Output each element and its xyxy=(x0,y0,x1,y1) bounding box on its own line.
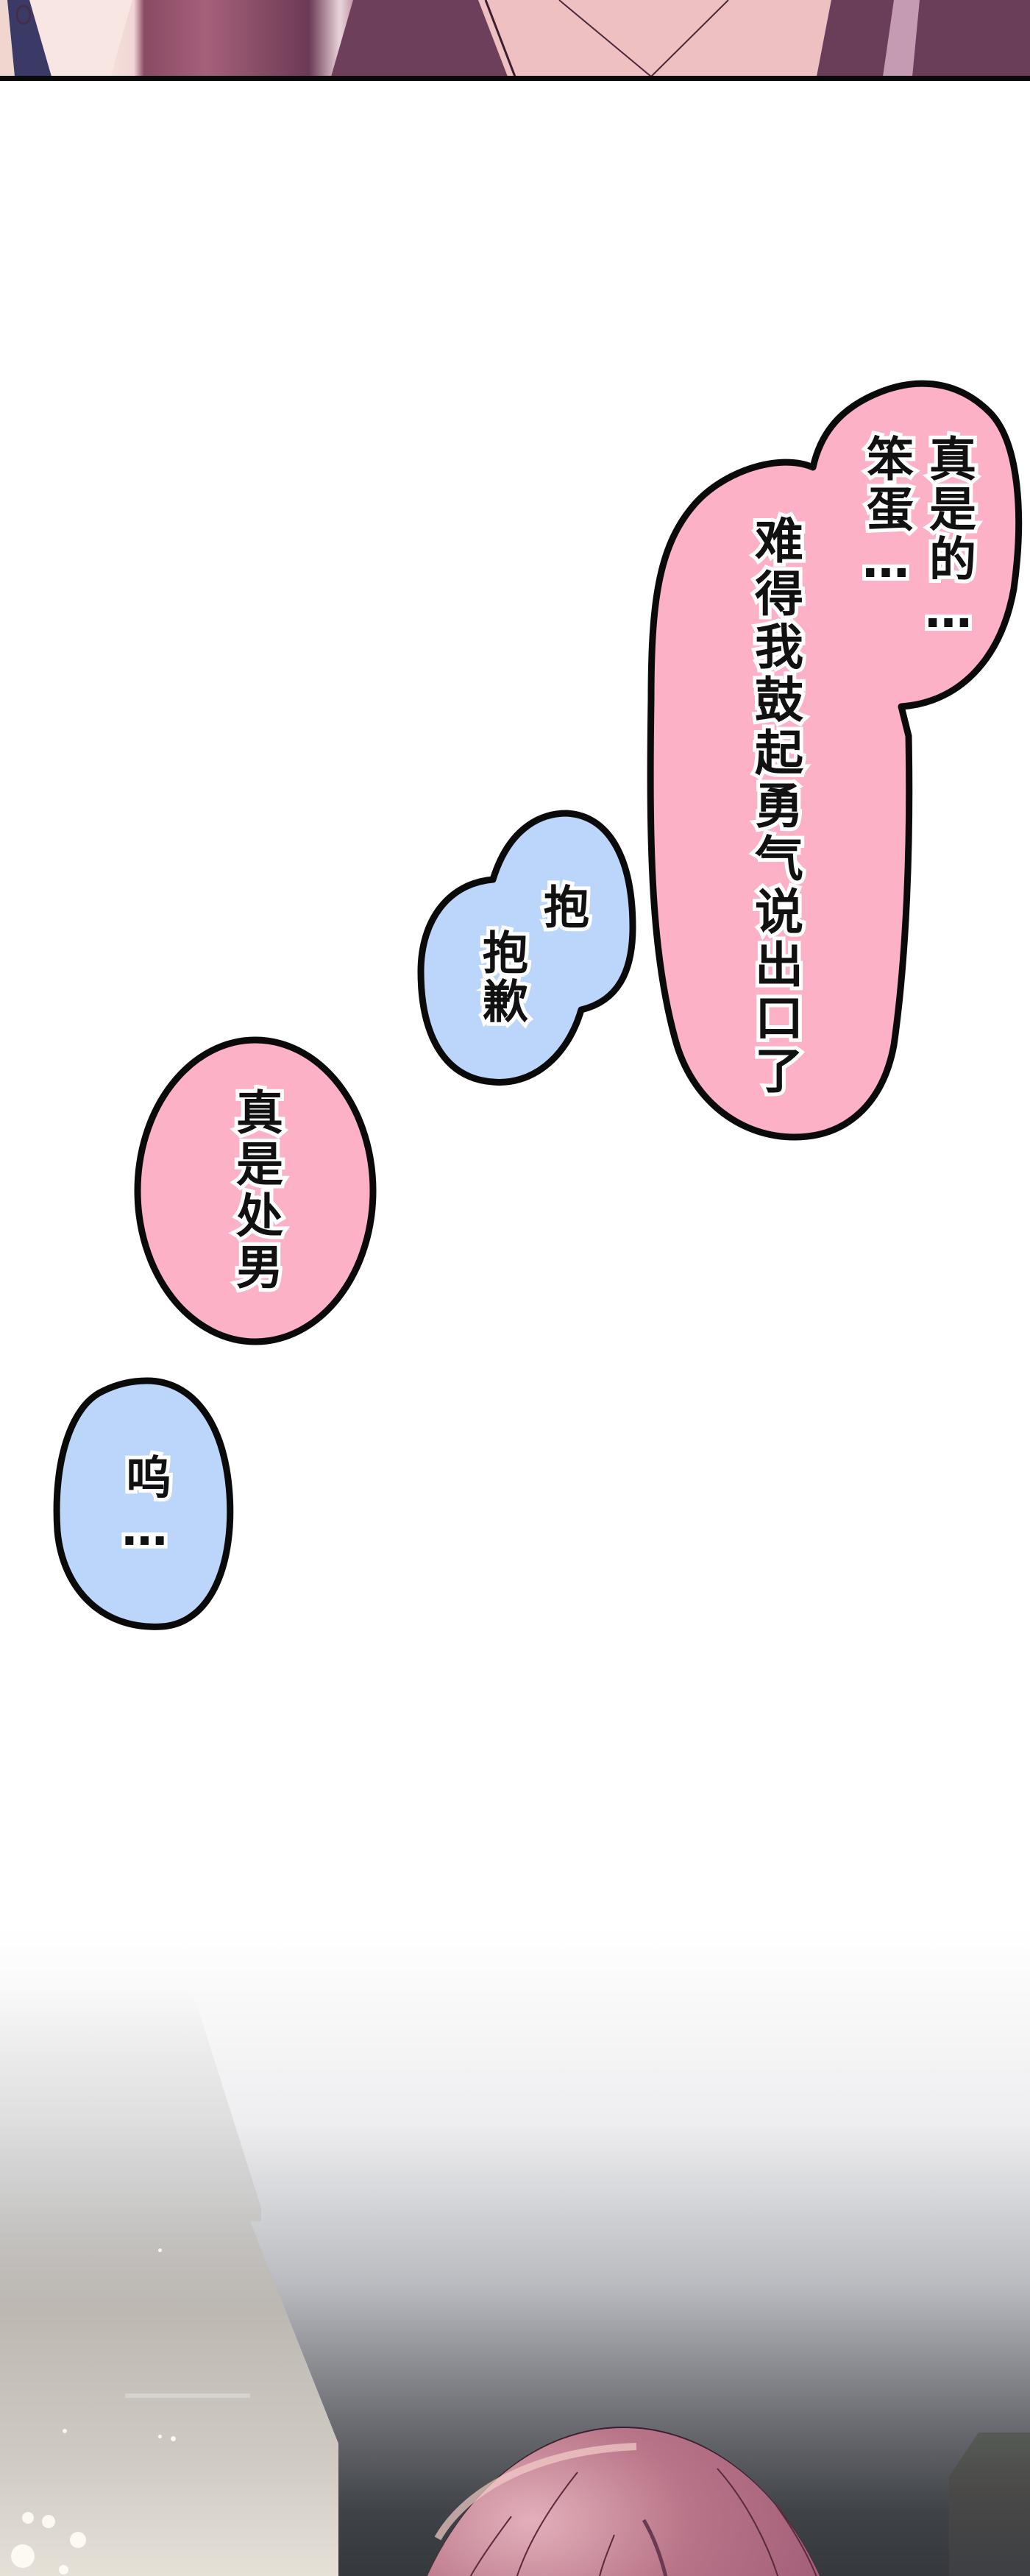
dark-furniture xyxy=(949,2432,1030,2576)
light-sparkle xyxy=(22,2512,34,2524)
light-sparkle xyxy=(63,2429,67,2433)
character-collar-illustration xyxy=(0,0,1030,77)
hair-strands xyxy=(434,2443,817,2576)
light-sparkle xyxy=(171,2436,176,2441)
bubble-text-line: 抱 xyxy=(532,880,593,935)
character-pink-hair xyxy=(394,2427,853,2576)
light-sparkle xyxy=(70,2532,86,2548)
light-sparkle xyxy=(158,2248,162,2252)
panel-border xyxy=(0,76,1030,81)
bubble-text-line: 难得我鼓起勇气说出口了 xyxy=(743,512,807,1102)
bubble-text-line: 真是的… xyxy=(917,431,979,645)
bubble-text-line: 抱歉 xyxy=(471,925,532,1030)
bubble-text-line: 笨蛋… xyxy=(855,431,917,595)
light-sparkle xyxy=(42,2515,55,2528)
light-sparkle xyxy=(59,2565,68,2575)
top-panel-art xyxy=(0,0,1030,77)
wall-ledge xyxy=(125,2393,250,2398)
light-sparkle xyxy=(11,2544,35,2568)
bubble-text-line: 真是处男 xyxy=(224,1084,286,1298)
bubble-text-line: 呜… xyxy=(114,1450,175,1563)
light-sparkle xyxy=(158,2435,162,2438)
